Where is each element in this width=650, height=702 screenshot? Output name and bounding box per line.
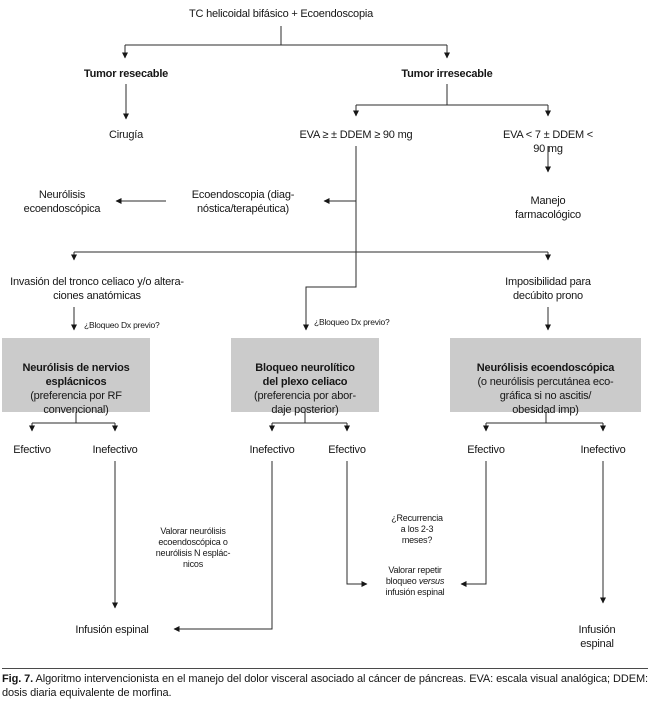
- box-neurolisis-esplacnicos-sub: (preferencia por RF convencional): [30, 390, 122, 416]
- box-bloqueo-plexo-celiaco: Bloqueo neurolítico del plexo celiaco (p…: [231, 338, 379, 416]
- label-recurrencia: ¿Recurrencia a los 2-3 meses?: [391, 513, 443, 545]
- outcome-mid-inefectivo: Inefectivo: [249, 444, 295, 456]
- node-eva-low: EVA < 7 ± DDEM < 90 mg: [502, 129, 594, 155]
- label-valorar-repetir-pre: Valorar repetir bloqueo: [385, 565, 442, 586]
- node-infusion-espinal-right: Infusión espinal: [578, 624, 616, 650]
- figure-caption: Fig. 7. Algoritmo intervencionista en el…: [2, 668, 648, 700]
- label-valorar-repetir-versus: versus: [418, 576, 445, 586]
- label-bloqueo-dx-previo-left: ¿Bloqueo Dx previo?: [84, 320, 160, 330]
- caption-label: Fig. 7.: [2, 673, 34, 685]
- box-neurolisis-esplacnicos: Neurólisis de nervios esplácnicos (prefe…: [2, 338, 150, 416]
- label-valorar-neurolisis: Valorar neurólisis ecoendoscópica o neur…: [155, 526, 231, 569]
- label-bloqueo-dx-previo-mid: ¿Bloqueo Dx previo?: [314, 317, 390, 327]
- outcome-left-inefectivo: Inefectivo: [92, 444, 138, 456]
- box-neurolisis-ecoendoscopica: Neurólisis ecoendoscópica (o neurólisis …: [450, 338, 641, 416]
- outcome-left-efectivo: Efectivo: [13, 444, 51, 456]
- box-bloqueo-plexo-celiaco-sub: (preferencia por abor- daje posterior): [254, 390, 356, 416]
- box-bloqueo-plexo-celiaco-title: Bloqueo neurolítico del plexo celiaco: [255, 362, 355, 388]
- outcome-right-inefectivo: Inefectivo: [580, 444, 626, 456]
- node-manejo-farmacologico: Manejo farmacológico: [515, 195, 581, 221]
- node-tumor-resecable: Tumor resecable: [83, 68, 169, 80]
- node-ecoendoscopia: Ecoendoscopia (diag- nóstica/terapéutica…: [191, 189, 295, 215]
- node-tumor-irresecable: Tumor irresecable: [401, 68, 493, 80]
- box-neurolisis-ecoendoscopica-sub: (o neurólisis percutánea eco- gráfica si…: [477, 376, 614, 416]
- node-eva-high: EVA ≥ ± DDEM ≥ 90 mg: [299, 129, 413, 141]
- label-valorar-repetir: Valorar repetir bloqueo versus infusión …: [386, 565, 445, 598]
- node-infusion-espinal-left: Infusión espinal: [75, 624, 149, 636]
- box-neurolisis-ecoendoscopica-title: Neurólisis ecoendoscópica: [476, 362, 615, 374]
- node-imposibilidad-decubito: Imposibilidad para decúbito prono: [505, 276, 591, 302]
- label-valorar-repetir-post: infusión espinal: [385, 587, 445, 597]
- caption-text: Algoritmo intervencionista en el manejo …: [2, 673, 648, 699]
- node-neurolisis-ecoendoscopica: Neurólisis ecoendoscópica: [23, 189, 101, 215]
- outcome-right-efectivo: Efectivo: [467, 444, 505, 456]
- node-cirugia: Cirugía: [108, 129, 144, 141]
- box-neurolisis-esplacnicos-title: Neurólisis de nervios esplácnicos: [22, 362, 130, 388]
- node-title: TC helicoidal bifásico + Ecoendoscopia: [188, 8, 374, 20]
- outcome-mid-efectivo: Efectivo: [328, 444, 366, 456]
- node-invasion-tronco-celiaco: Invasión del tronco celiaco y/o altera- …: [10, 276, 184, 302]
